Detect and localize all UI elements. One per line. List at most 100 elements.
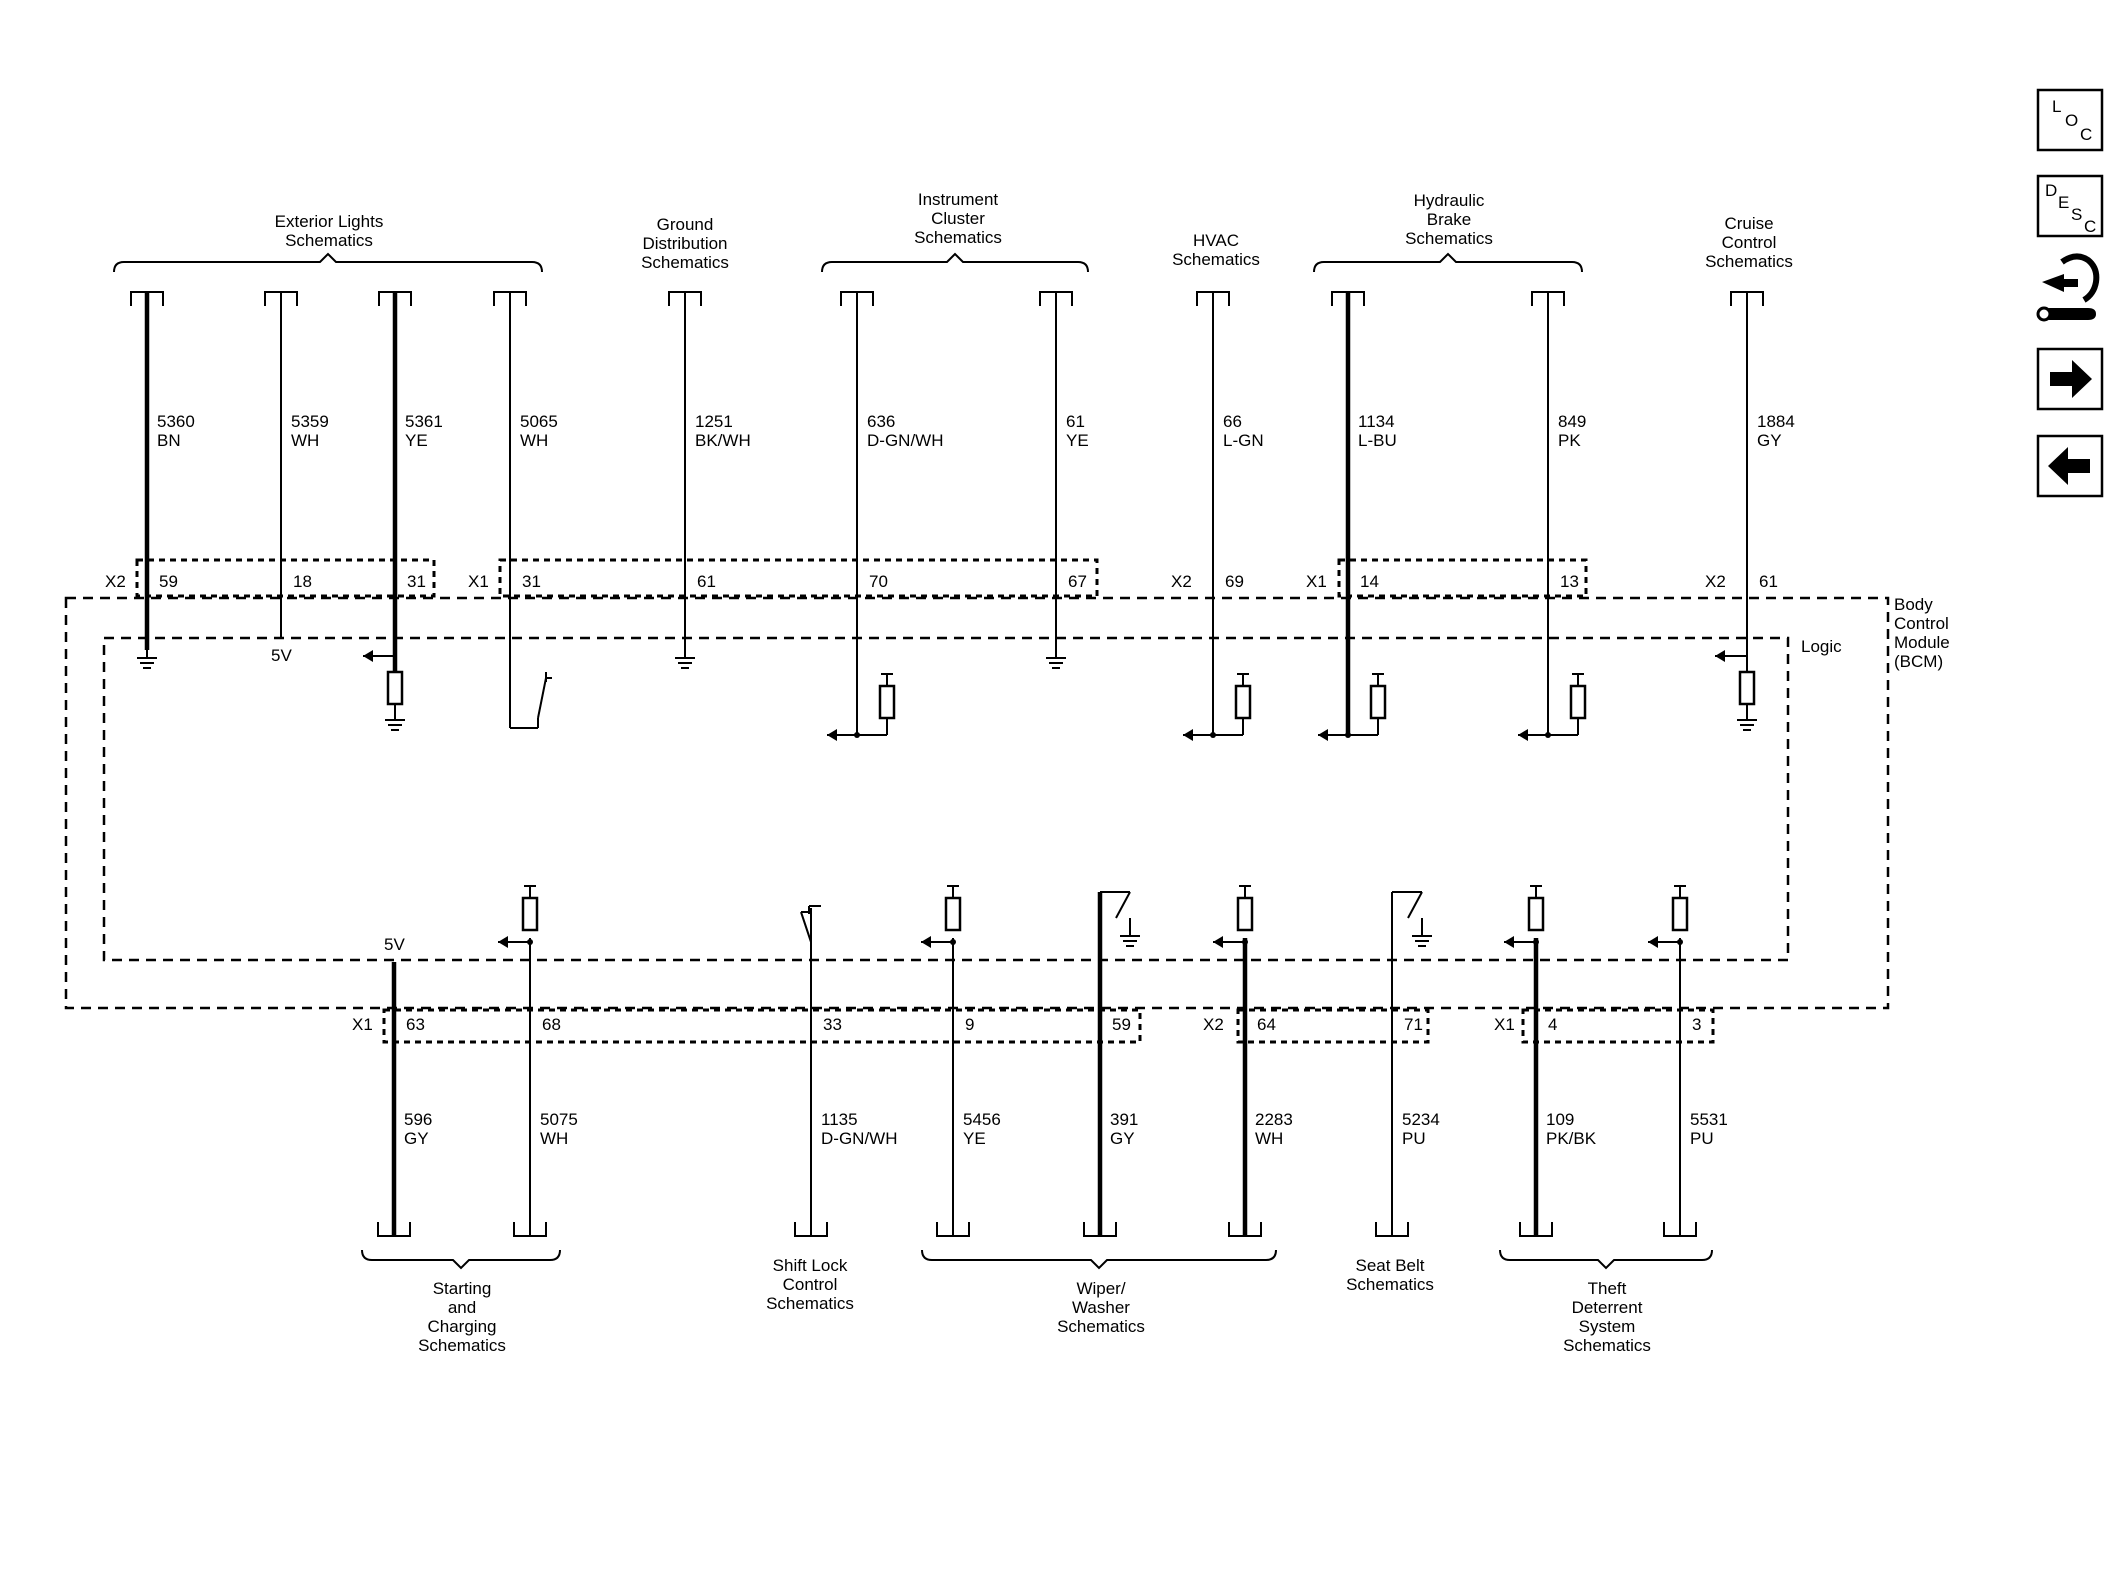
circuit-number: 66 xyxy=(1223,412,1242,431)
connector-x1-top-b xyxy=(1337,558,1588,598)
desc-letter: S xyxy=(2071,205,2082,224)
previous-page-button[interactable] xyxy=(2036,434,2104,498)
circuit-number: 1251 xyxy=(695,412,733,431)
circuit-number: 5359 xyxy=(291,412,329,431)
desc-letter: C xyxy=(2084,217,2096,236)
resistor-symbol xyxy=(1527,896,1545,932)
signal-arrow-head xyxy=(498,936,508,948)
desc-button[interactable]: D E S C xyxy=(2036,174,2104,238)
wire-color: L-BU xyxy=(1358,431,1397,450)
connector-id: X2 xyxy=(105,572,126,591)
pin-number: 67 xyxy=(1068,572,1087,591)
top-group-braces xyxy=(113,252,1583,273)
circuit-number: 109 xyxy=(1546,1110,1574,1129)
circuit-number: 5360 xyxy=(157,412,195,431)
circuit-number: 1134 xyxy=(1358,412,1395,431)
group-brace xyxy=(361,1249,561,1270)
wire-color: D-GN/WH xyxy=(867,431,943,450)
wire-color: YE xyxy=(963,1129,986,1148)
resistor-symbol xyxy=(1369,684,1387,720)
wire-color: GY xyxy=(1757,431,1782,450)
switch-symbol xyxy=(800,911,812,943)
pin-number: 59 xyxy=(159,572,178,591)
resistor-symbol xyxy=(1236,896,1254,932)
circuit-number: 1135 xyxy=(821,1110,858,1129)
next-page-button[interactable] xyxy=(2036,347,2104,411)
group-brace xyxy=(1313,252,1583,273)
pin-number: 71 xyxy=(1404,1015,1423,1034)
pin-number: 69 xyxy=(1225,572,1244,591)
loc-letter: C xyxy=(2080,125,2092,144)
pin-number: 4 xyxy=(1548,1015,1557,1034)
wire-color: PU xyxy=(1402,1129,1426,1148)
pin-number: 33 xyxy=(823,1015,842,1034)
circuit-number: 5065 xyxy=(520,412,558,431)
wire-color: WH xyxy=(291,431,319,450)
loc-button[interactable]: L O C xyxy=(2036,88,2104,152)
repair-info-icon[interactable] xyxy=(2036,253,2100,322)
logic-block-outline xyxy=(102,636,1790,962)
voltage-5v-label: 5V xyxy=(384,935,405,954)
connector-id: X1 xyxy=(1306,572,1327,591)
circuit-number: 391 xyxy=(1110,1110,1138,1129)
circuit-number: 5456 xyxy=(963,1110,1001,1129)
wire-color: WH xyxy=(540,1129,568,1148)
loc-letter: L xyxy=(2052,97,2061,116)
pin-number: 63 xyxy=(406,1015,425,1034)
circuit-number: 596 xyxy=(404,1110,432,1129)
voltage-5v-label: 5V xyxy=(271,646,292,665)
wire-color: GY xyxy=(1110,1129,1135,1148)
connector-id: X1 xyxy=(352,1015,373,1034)
connector-id: X1 xyxy=(468,572,489,591)
circuit-number: 5234 xyxy=(1402,1110,1440,1129)
group-brace xyxy=(1499,1249,1713,1270)
resistor-symbol xyxy=(521,896,539,932)
signal-arrow-head xyxy=(1213,936,1223,948)
bottom-group-braces xyxy=(361,1249,1713,1270)
pin-number: 9 xyxy=(965,1015,974,1034)
pin-number: 68 xyxy=(542,1015,561,1034)
module-name: Body Control Module (BCM) xyxy=(1894,595,1955,671)
wire-color: PK xyxy=(1558,431,1581,450)
wire-color: YE xyxy=(405,431,428,450)
circuit-number: 61 xyxy=(1066,412,1085,431)
signal-arrow-head xyxy=(1504,936,1514,948)
pin-number: 59 xyxy=(1112,1015,1131,1034)
resistor-symbol xyxy=(878,684,896,720)
connector-x2-bottom xyxy=(1236,1008,1430,1044)
